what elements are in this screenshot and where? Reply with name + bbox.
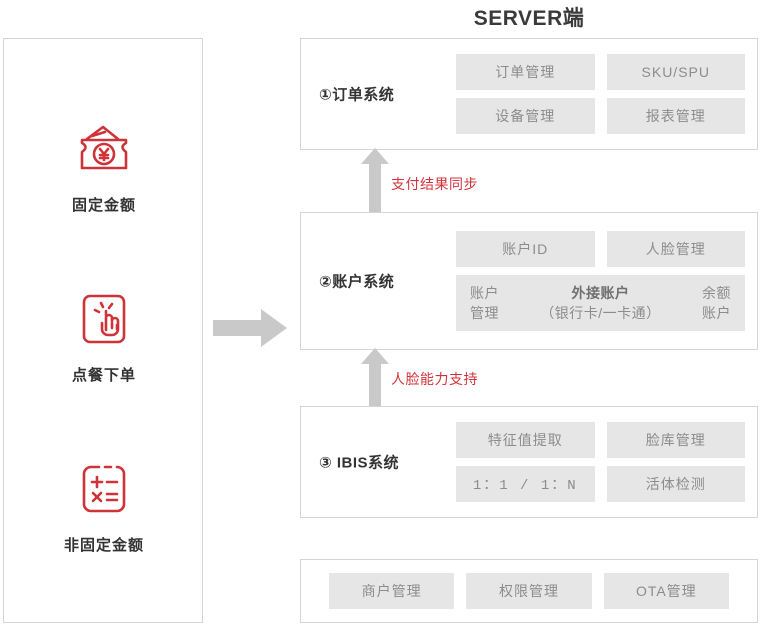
calculator-icon [4,458,204,520]
balance-account-line2: 账户 [702,305,731,321]
tile-row: 订单管理 SKU/SPU [456,54,745,90]
account-management-column: 账户 管理 [470,283,499,324]
banknote-yen-icon [4,118,204,180]
panel-title: ③ IBIS系统 [319,454,400,472]
balance-account-line1: 余额 [702,284,731,301]
sidebar-item-variable-amount[interactable]: 非固定金额 [4,458,204,555]
tile-face-management[interactable]: 人脸管理 [606,231,745,267]
page-title: SERVER端 [473,7,585,30]
up-arrow-icon-face-support [361,348,389,413]
connector-label-payment-sync: 支付结果同步 [391,176,478,192]
external-account-column: 外接账户 （银行卡/一卡通） [499,283,702,324]
sidebar-item-fixed-amount[interactable]: 固定金额 [4,118,204,215]
external-account-line1: 外接账户 [571,284,630,301]
panel-title: ②账户系统 [319,273,395,291]
panel-common-services: 商户管理 权限管理 OTA管理 [300,559,758,623]
tile-merchant-management[interactable]: 商户管理 [329,573,455,609]
tile-grid: 特征值提取 脸库管理 1：1 / 1：N 活体检测 [456,407,745,517]
account-management-line2: 管理 [470,305,499,321]
tile-ota-management[interactable]: OTA管理 [603,573,729,609]
tile-row: 设备管理 报表管理 [456,98,745,134]
tile-account-details[interactable]: 账户 管理 外接账户 （银行卡/一卡通） 余额 账户 [456,275,745,331]
tile-face-library-management[interactable]: 脸库管理 [606,422,745,458]
tile-row: 特征值提取 脸库管理 [456,422,745,458]
sidebar-item-label: 固定金额 [71,197,136,214]
tile-account-id[interactable]: 账户ID [456,231,595,267]
tile-order-management[interactable]: 订单管理 [456,54,595,90]
sidebar-item-order-food[interactable]: 点餐下单 [4,288,204,385]
tile-feature-extraction[interactable]: 特征值提取 [456,422,595,458]
tile-row: 1：1 / 1：N 活体检测 [456,466,745,502]
tile-report-management[interactable]: 报表管理 [606,98,745,134]
tile-sku-spu[interactable]: SKU/SPU [606,54,745,90]
client-sidebar: 固定金额 点餐下单 [3,38,203,623]
tile-grid: 商户管理 权限管理 OTA管理 [329,560,729,622]
tile-device-management[interactable]: 设备管理 [456,98,595,134]
connector-label-face-support: 人脸能力支持 [391,371,478,387]
tile-permission-management[interactable]: 权限管理 [466,573,592,609]
tile-row: 商户管理 权限管理 OTA管理 [329,573,729,609]
sidebar-item-label: 点餐下单 [71,367,136,384]
tile-grid: 订单管理 SKU/SPU 设备管理 报表管理 [456,39,745,149]
tile-row: 账户ID 人脸管理 [456,231,745,267]
balance-account-column: 余额 账户 [702,283,731,324]
sidebar-item-label: 非固定金额 [63,537,144,554]
panel-account-system: ②账户系统 账户ID 人脸管理 账户 管理 外接账户 （银行卡/一卡通） 余额 … [300,212,758,350]
right-arrow-icon [213,309,287,352]
panel-order-system: ①订单系统 订单管理 SKU/SPU 设备管理 报表管理 [300,38,758,150]
panel-ibis-system: ③ IBIS系统 特征值提取 脸库管理 1：1 / 1：N 活体检测 [300,406,758,518]
tap-order-icon [4,288,204,350]
up-arrow-icon-payment-sync [361,148,389,217]
panel-title: ①订单系统 [319,86,395,104]
external-account-line2: （银行卡/一卡通） [540,305,661,321]
account-management-line1: 账户 [470,284,499,301]
tile-liveness-detection[interactable]: 活体检测 [606,466,745,502]
tile-grid: 账户ID 人脸管理 账户 管理 外接账户 （银行卡/一卡通） 余额 账户 [456,213,745,349]
tile-matching-modes[interactable]: 1：1 / 1：N [456,466,595,502]
